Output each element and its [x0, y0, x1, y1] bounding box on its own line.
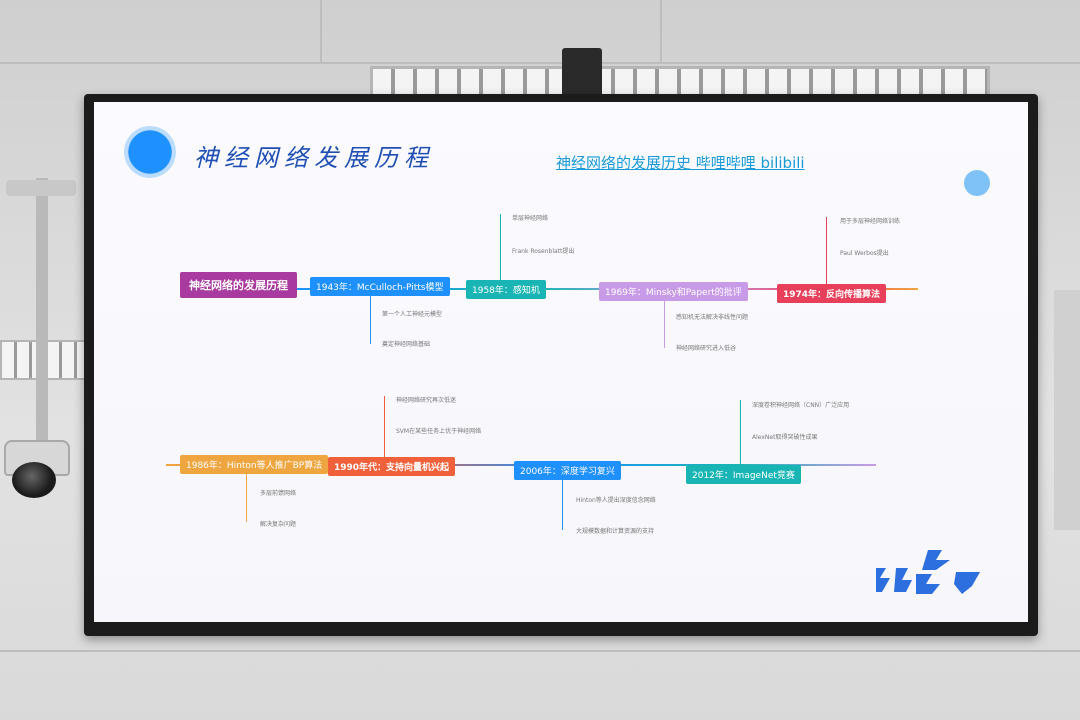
branch-connector — [384, 396, 385, 458]
tv-screen: 神经网络发展历程 神经网络的发展历史 哔哩哔哩 bilibili 神经网络的发展… — [94, 102, 1028, 622]
branch-connector — [826, 217, 827, 285]
branch-note: 用于多层神经网络训练 — [840, 218, 901, 225]
branch-connector — [370, 294, 371, 344]
branch-note: Paul Werbos提出 — [840, 250, 889, 257]
decor-circle-icon — [964, 170, 990, 196]
branch-connector — [562, 478, 563, 530]
camera-dome-icon — [12, 462, 56, 498]
branch-note: Hinton等人提出深度信念网络 — [576, 497, 656, 504]
branch-connector — [246, 470, 247, 522]
timeline-node-1969[interactable]: 1969年：Minsky和Papert的批评 — [599, 282, 748, 301]
camera-pole — [36, 178, 48, 448]
timeline-node-1974[interactable]: 1974年：反向传播算法 — [777, 284, 887, 303]
timeline-node-1986[interactable]: 1986年：Hinton等人推广BP算法 — [180, 455, 329, 474]
root-node[interactable]: 神经网络的发展历程 — [180, 272, 297, 298]
branch-note: 解决复杂问题 — [260, 521, 297, 528]
branch-note: 神经网络研究再次低迷 — [396, 397, 457, 404]
branch-note: 多层前馈网络 — [260, 490, 297, 497]
branch-note: SVM在某些任务上优于神经网络 — [396, 428, 482, 435]
timeline-node-2012[interactable]: 2012年：ImageNet竞赛 — [686, 465, 801, 484]
timeline-node-1958[interactable]: 1958年：感知机 — [466, 280, 546, 299]
branch-note: Frank Rosenblatt提出 — [512, 248, 575, 255]
branch-note: 第一个人工神经元模型 — [382, 311, 443, 318]
ceiling-grid-line — [0, 62, 1080, 64]
camera-mount — [6, 180, 76, 196]
branch-connector — [664, 298, 665, 348]
branch-note: AlexNet取得突破性成果 — [752, 434, 818, 441]
ceiling-light-panel — [370, 66, 990, 98]
ceiling-grid-line — [660, 0, 662, 62]
branch-note: 大规模数据和计算资源的支持 — [576, 528, 655, 535]
ceiling-grid-line — [320, 0, 322, 62]
ceiling-grid-line — [0, 650, 1080, 652]
timeline-node-2006[interactable]: 2006年：深度学习复兴 — [514, 461, 621, 480]
ceiling-light-panel-left — [0, 340, 100, 380]
branch-note: 奠定神经网络基础 — [382, 341, 431, 348]
branch-note: 神经网络研究进入低谷 — [676, 345, 737, 352]
timeline-node-1943[interactable]: 1943年：McCulloch-Pitts模型 — [310, 277, 450, 296]
wall-fixture — [1054, 290, 1080, 530]
bilibili-link[interactable]: 神经网络的发展历史 哔哩哔哩 bilibili — [556, 154, 805, 172]
branch-note: 深度卷积神经网络（CNN）广泛应用 — [752, 402, 850, 409]
branch-connector — [740, 400, 741, 466]
timeline-node-1990s[interactable]: 1990年代：支持向量机兴起 — [328, 457, 456, 476]
brand-logo-icon — [876, 550, 980, 594]
tv-mount — [562, 48, 602, 100]
branch-note: 单层神经网络 — [512, 215, 549, 222]
branch-connector — [500, 214, 501, 280]
slide-title: 神经网络发展历程 — [194, 144, 434, 172]
branch-note: 感知机无法解决非线性问题 — [676, 314, 749, 321]
logo-circle-icon — [124, 126, 176, 178]
